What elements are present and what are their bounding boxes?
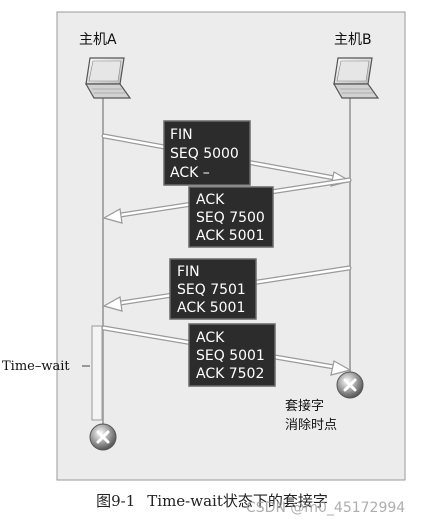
message-line: ACK 5001 — [177, 300, 245, 316]
message-line: ACK – — [170, 165, 210, 181]
message-line: ACK 5001 — [196, 228, 264, 244]
message-line: ACK 7502 — [196, 366, 264, 382]
socket-removed-label: 套接字 — [285, 398, 324, 414]
message-box-fin-2: FIN SEQ 7501 ACK 5001 — [169, 258, 257, 320]
message-line: SEQ 5001 — [196, 348, 265, 364]
close-icon — [89, 423, 117, 451]
laptop-icon — [84, 57, 132, 99]
caption-number: 图9-1 — [96, 492, 136, 510]
message-line: FIN — [170, 127, 193, 143]
watermark: CSDN @m0_45172994 — [246, 500, 406, 516]
socket-removed-label: 消除时点 — [285, 418, 337, 433]
figure-caption: 图9-1 Time-wait状态下的套接字 — [0, 490, 424, 511]
message-line: SEQ 7500 — [196, 210, 265, 226]
time-wait-label: Time–wait — [2, 359, 70, 374]
message-line: ACK — [196, 330, 225, 346]
time-wait-bar — [91, 325, 103, 421]
message-line: FIN — [177, 264, 200, 280]
message-line: SEQ 5000 — [170, 146, 239, 162]
caption-text: Time-wait状态下的套接字 — [147, 492, 328, 510]
host-a-label: 主机A — [79, 32, 117, 48]
close-icon — [336, 371, 364, 399]
message-line: SEQ 7501 — [177, 282, 246, 298]
host-b-label: 主机B — [334, 32, 372, 48]
message-box-ack-1: ACK SEQ 7500 ACK 5001 — [188, 186, 274, 248]
laptop-icon — [332, 57, 380, 99]
message-box-ack-2: ACK SEQ 5001 ACK 7502 — [188, 323, 276, 387]
message-line: ACK — [196, 192, 225, 208]
message-box-fin-1: FIN SEQ 5000 ACK – — [163, 120, 251, 186]
